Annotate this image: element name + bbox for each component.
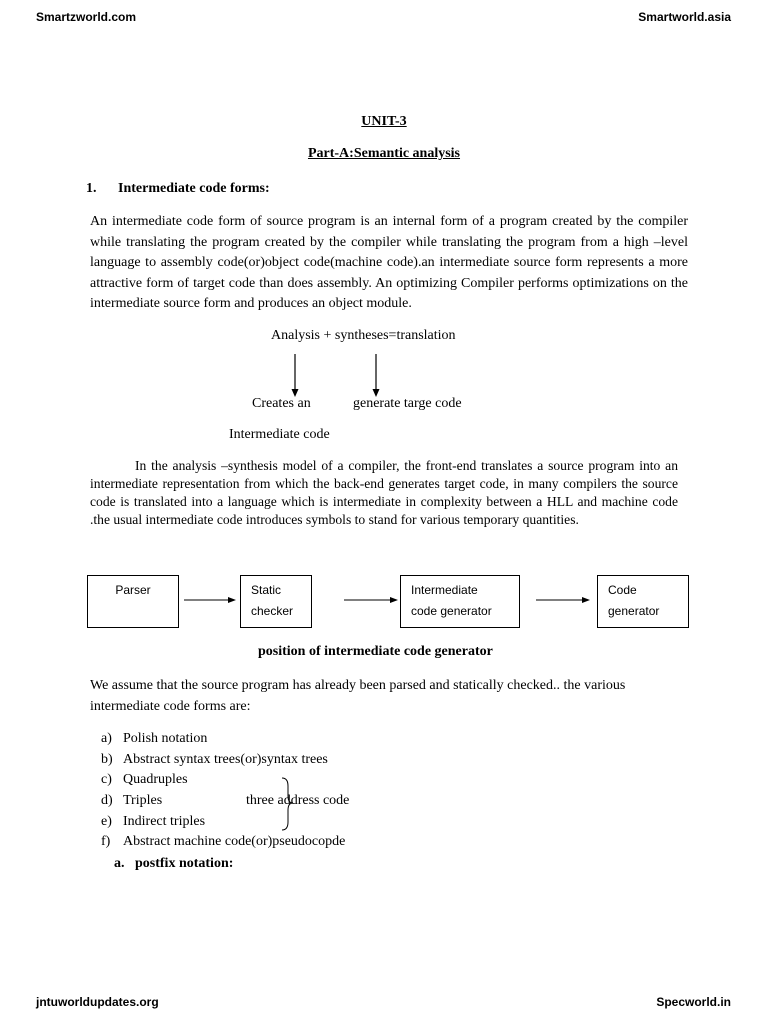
assumption-line-2: intermediate code forms are: [90, 699, 251, 714]
list-item: d)Triples [101, 793, 163, 809]
intermediate-code-label: Intermediate code [229, 427, 330, 442]
icg-line1: Intermediate [411, 583, 478, 597]
list-item: b)Abstract syntax trees(or)syntax trees [101, 751, 328, 767]
list-item: e)Indirect triples [101, 813, 206, 829]
subsection-label: a. [114, 856, 125, 871]
section-number: 1. [86, 181, 97, 196]
parser-box-label: Parser [115, 583, 151, 597]
subsection-title: postfix notation: [135, 856, 234, 871]
list-item: f)Abstract machine code(or)pseudocopde [101, 834, 346, 850]
footer-left-site: jntuworldupdates.org [36, 995, 159, 1009]
list-item: a)Polish notation [101, 731, 208, 746]
code-forms-list: a)Polish notation b)Abstract syntax tree… [101, 731, 345, 855]
header-left-site: Smartzworld.com [36, 10, 137, 24]
checker-to-icg-arrow [344, 597, 398, 603]
header-right-site: Smartworld.asia [638, 10, 731, 24]
intermediate-code-generator-box: Intermediate code generator [400, 575, 520, 628]
parser-box: Parser [87, 575, 179, 628]
analysis-equation: Analysis + syntheses=translation [271, 328, 456, 343]
right-brace [281, 777, 294, 831]
code-generator-box: Code generator [597, 575, 689, 628]
static-checker-line2: checker [251, 604, 294, 618]
code-generator-line2: generator [608, 604, 660, 618]
right-down-arrow [372, 354, 380, 397]
assumption-line-1: We assume that the source program has al… [90, 678, 626, 693]
section-title: Intermediate code forms: [118, 181, 270, 196]
generate-label: generate targe code [353, 396, 462, 411]
intro-paragraph: An intermediate code form of source prog… [90, 214, 688, 311]
analysis-synthesis-paragraph: In the analysis –synthesis model of a co… [90, 458, 678, 527]
static-checker-box: Static checker [240, 575, 312, 628]
icg-to-codegen-arrow [536, 597, 590, 603]
left-down-arrow [291, 354, 299, 397]
code-generator-line1: Code [608, 583, 637, 597]
parser-to-checker-arrow [184, 597, 236, 603]
creates-label: Creates an [252, 396, 311, 411]
part-title: Part-A:Semantic analysis [307, 146, 461, 161]
icg-line2: code generator [411, 604, 492, 618]
three-address-code-label: three address code [246, 793, 350, 808]
unit-title: UNIT-3 [361, 114, 407, 129]
pipeline-caption: position of intermediate code generator [258, 644, 493, 659]
footer-right-site: Specworld.in [656, 995, 731, 1009]
static-checker-line1: Static [251, 583, 282, 597]
list-item: c)Quadruples [101, 772, 188, 788]
analysis-arrows [291, 354, 380, 397]
pipeline-arrows [184, 597, 590, 603]
